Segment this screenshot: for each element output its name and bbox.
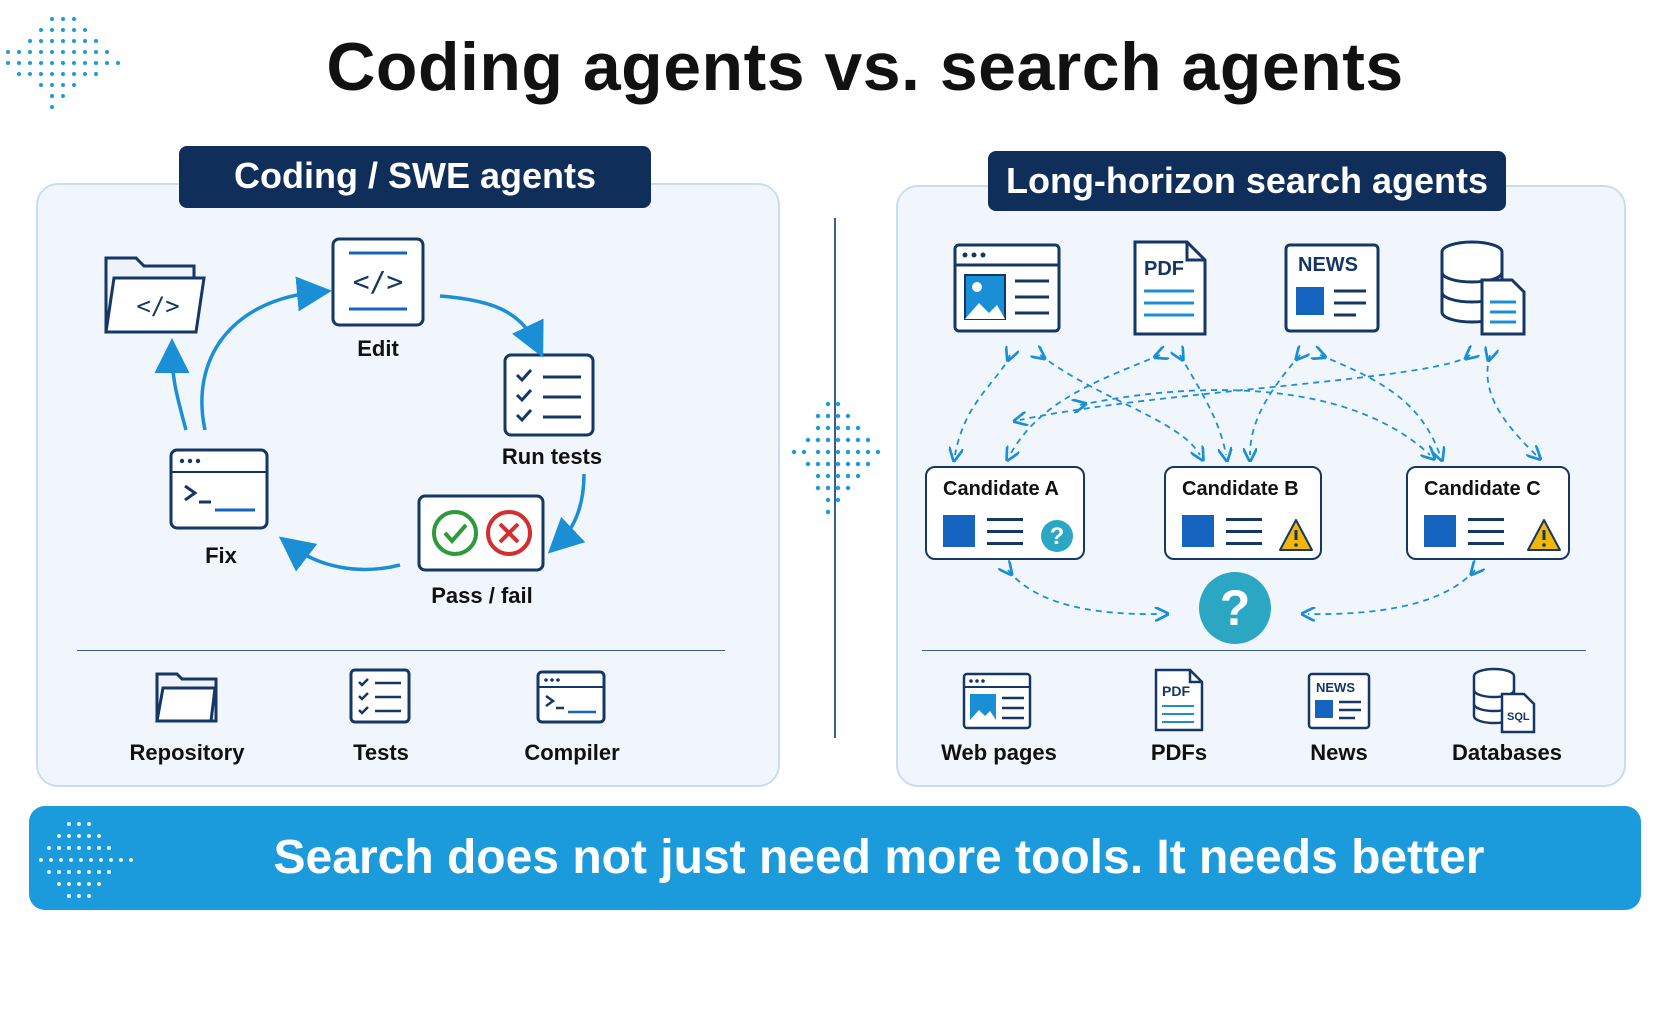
candidate-card: Candidate C xyxy=(1406,466,1570,560)
tests-checklist-icon xyxy=(349,668,411,724)
database-icon xyxy=(1440,240,1526,336)
candidate-thumbnail xyxy=(1424,515,1456,547)
candidate-line xyxy=(987,542,1023,545)
candidate-card: Candidate B xyxy=(1164,466,1322,560)
central-question-text: ? xyxy=(1220,580,1251,636)
svg-text:</>: </> xyxy=(136,292,179,320)
databases-label: Databases xyxy=(1451,740,1563,765)
edit-label: Edit xyxy=(357,336,399,361)
pass-fail-label: Pass / fail xyxy=(431,583,533,608)
web-pages-label: Web pages xyxy=(941,740,1057,765)
pass-fail-icon xyxy=(417,494,545,572)
candidate-thumbnail xyxy=(1182,515,1214,547)
dot-pattern-center xyxy=(791,401,881,515)
question-icon: ? xyxy=(1041,520,1073,552)
candidate-line xyxy=(1468,530,1504,533)
candidate-line xyxy=(1226,530,1262,533)
news-label: News xyxy=(1310,740,1368,765)
coding-agents-panel-title: Coding / SWE agents xyxy=(179,146,651,208)
news-icon: NEWS xyxy=(1284,243,1380,333)
repository-label: Repository xyxy=(129,740,245,765)
cycle-arrows xyxy=(154,276,586,572)
search-agents-panel-title: Long-horizon search agents xyxy=(988,151,1506,211)
web-pages-icon xyxy=(962,672,1032,730)
web-page-icon xyxy=(953,243,1061,333)
takeaway-text: Search does not just need more tools. It… xyxy=(273,831,1485,988)
candidate-line xyxy=(987,518,1023,521)
candidate-line xyxy=(987,530,1023,533)
candidate-name: Candidate C xyxy=(1424,478,1541,500)
svg-text:?: ? xyxy=(1050,523,1065,550)
terminal-icon xyxy=(169,448,269,530)
dot-pattern-top-left xyxy=(6,17,120,109)
candidate-line xyxy=(1468,518,1504,521)
test-checklist-icon xyxy=(503,353,595,437)
tests-label: Tests xyxy=(353,740,409,765)
candidate-name: Candidate A xyxy=(943,478,1059,500)
pdf-icon-text: PDF xyxy=(1144,258,1184,280)
code-folder-icon: </> xyxy=(104,256,206,334)
candidate-card: Candidate A ? xyxy=(925,466,1085,560)
candidate-line xyxy=(1226,542,1262,545)
compiler-label: Compiler xyxy=(524,740,620,765)
svg-text:</>: </> xyxy=(353,265,404,298)
pdfs-icon-text: PDF xyxy=(1162,683,1190,699)
databases-icon: SQL xyxy=(1472,667,1536,734)
fix-label: Fix xyxy=(205,543,237,568)
warning-icon xyxy=(1527,519,1561,551)
news-small-icon-text: NEWS xyxy=(1316,680,1355,695)
pdfs-icon: PDF xyxy=(1154,668,1204,732)
candidate-name: Candidate B xyxy=(1182,478,1299,500)
dashed-connections xyxy=(0,0,1672,941)
pdfs-label: PDFs xyxy=(1150,740,1208,765)
news-small-icon: NEWS xyxy=(1307,672,1371,730)
candidate-line xyxy=(1468,542,1504,545)
center-divider xyxy=(834,218,836,738)
warning-icon xyxy=(1279,519,1313,551)
code-editor-icon: </> xyxy=(331,237,425,327)
pdf-document-icon: PDF xyxy=(1133,240,1207,336)
candidate-thumbnail xyxy=(943,515,975,547)
run-tests-label: Run tests xyxy=(501,444,603,469)
sql-icon-text: SQL xyxy=(1507,711,1530,723)
compiler-terminal-icon xyxy=(536,670,606,724)
repository-folder-icon xyxy=(155,672,218,723)
news-icon-text: NEWS xyxy=(1298,254,1358,276)
central-question-icon: ? xyxy=(1199,572,1271,644)
left-panel-separator xyxy=(77,650,725,651)
takeaway-banner: Search does not just need more tools. It… xyxy=(29,806,1641,988)
right-panel-separator xyxy=(922,650,1586,651)
page-title: Coding agents vs. search agents xyxy=(326,29,1404,105)
dot-pattern-banner xyxy=(39,822,133,898)
candidate-line xyxy=(1226,518,1262,521)
